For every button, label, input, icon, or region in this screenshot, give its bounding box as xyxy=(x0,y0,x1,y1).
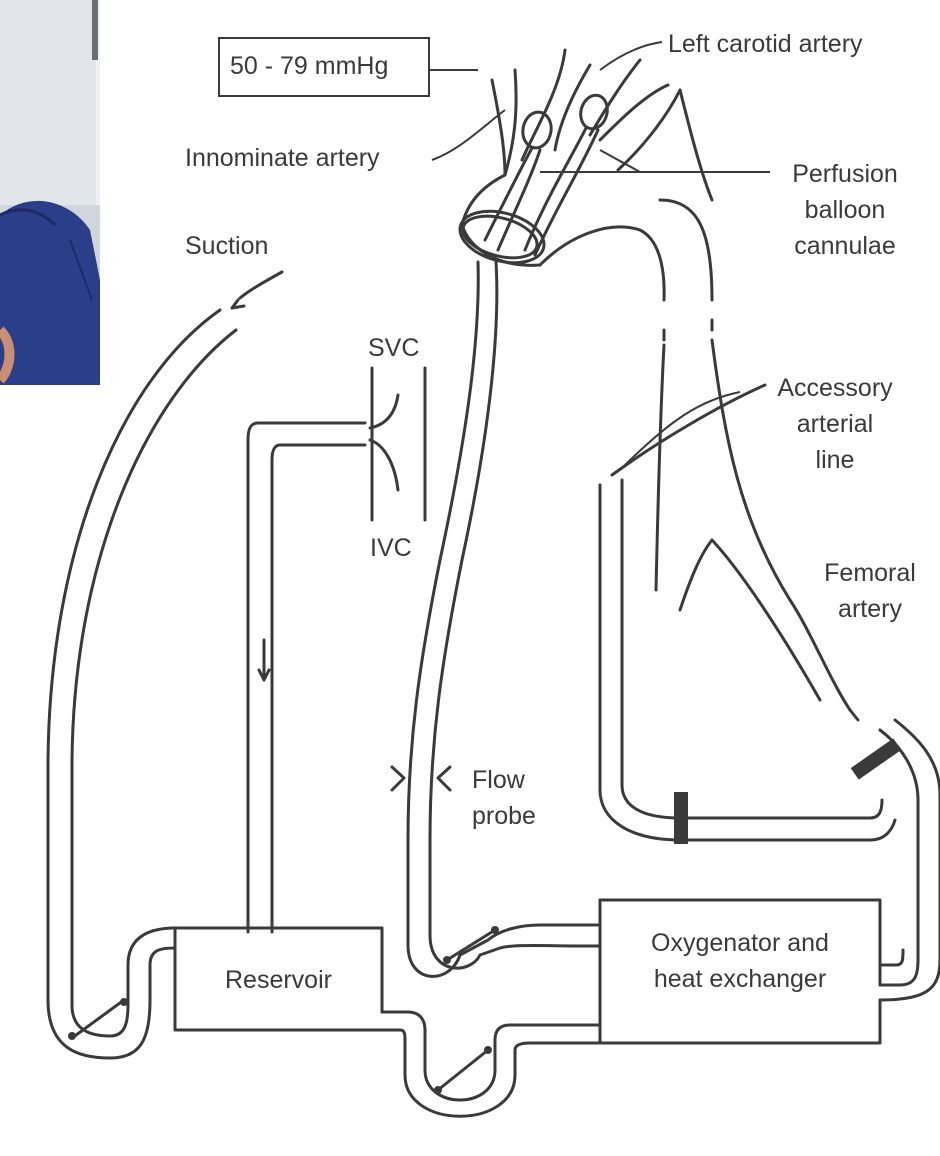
aortic-arch xyxy=(462,50,712,340)
line-label: line xyxy=(755,442,915,478)
reservoir-label: Reservoir xyxy=(175,962,382,998)
cannulae-label: cannulae xyxy=(770,228,920,264)
aortic-return-line xyxy=(408,262,497,976)
ivc-label: IVC xyxy=(370,530,412,566)
balloon-label: balloon xyxy=(770,192,920,228)
heat-exchanger-label: heat exchanger xyxy=(600,961,880,997)
femoral-clamp xyxy=(851,738,902,779)
flow-probe xyxy=(392,767,450,790)
left-carotid-artery-label: Left carotid artery xyxy=(668,26,863,62)
innominate-artery-label: Innominate artery xyxy=(185,140,380,176)
balloon-cannulae xyxy=(454,92,611,271)
arterial-label: arterial xyxy=(755,406,915,442)
artery-label: artery xyxy=(800,591,940,627)
accessory-clamp xyxy=(674,792,688,844)
perfusion-label: Perfusion xyxy=(770,156,920,192)
reservoir-box xyxy=(175,928,600,1116)
femoral-label: Femoral xyxy=(800,555,940,591)
svc-label: SVC xyxy=(368,330,419,366)
oxygenator-label: Oxygenator and xyxy=(600,925,880,961)
probe-label: probe xyxy=(472,798,536,834)
venous-line xyxy=(248,368,425,932)
suction-label: Suction xyxy=(185,228,268,264)
flow-label: Flow xyxy=(472,762,525,798)
accessory-label: Accessory xyxy=(755,370,915,406)
pressure-label: 50 - 79 mmHg xyxy=(230,48,388,84)
